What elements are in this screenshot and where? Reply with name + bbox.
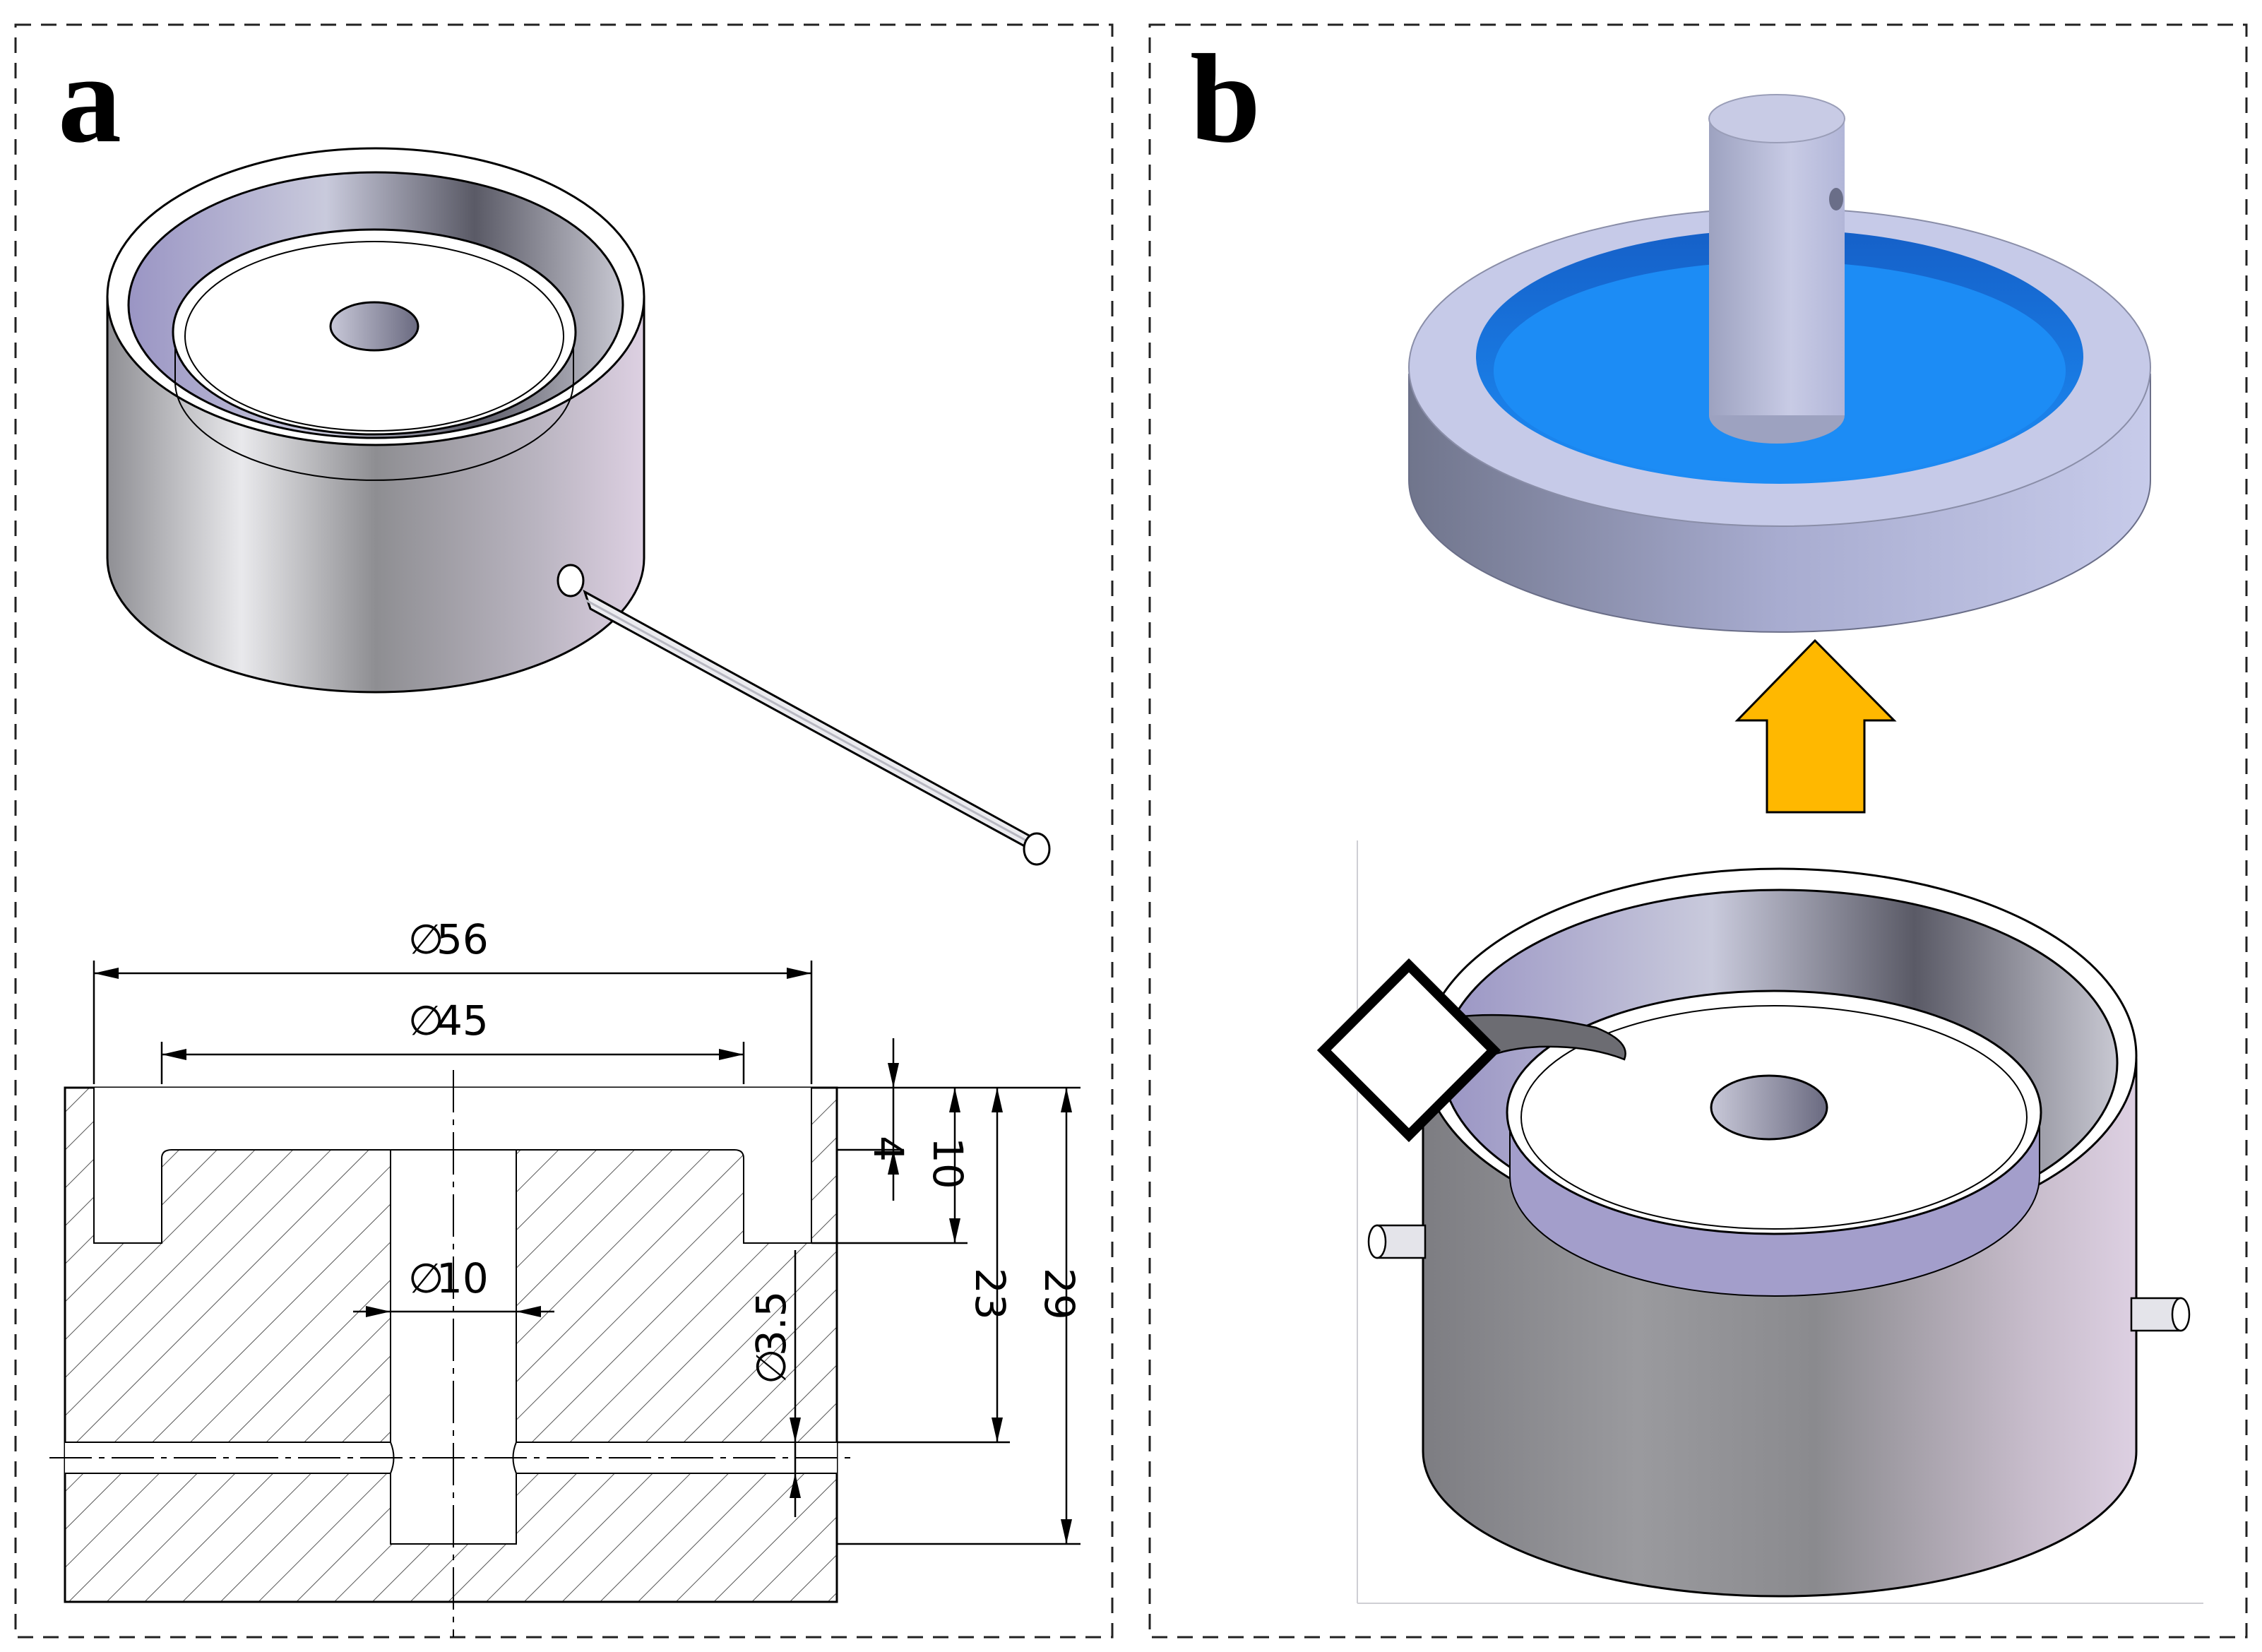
mold-isometric-view	[106, 147, 1051, 866]
mold-assembly-view	[1316, 840, 2203, 1604]
mold-platform-side	[174, 331, 574, 481]
assembly-right-pin	[2130, 1297, 2191, 1332]
svg-text:∅: ∅	[408, 915, 444, 963]
dim-outer-diameter: ∅ 56	[93, 915, 813, 1084]
mold-center-hole	[329, 301, 419, 352]
dim-groove-depth: 4	[864, 1038, 912, 1201]
svg-text:∅: ∅	[408, 997, 444, 1045]
dim-groove-depth-value: 4	[864, 1136, 912, 1162]
panel-a-frame	[14, 23, 1114, 1639]
panel-b-label: b	[1190, 28, 1261, 169]
assembly-center-hole	[1710, 1074, 1828, 1141]
dim-pocket-depth: 10	[924, 1088, 972, 1243]
lid-rod	[1708, 94, 1845, 444]
dim-channel-height-value: 23	[966, 1268, 1014, 1320]
dim-outer-diameter-value: 56	[436, 915, 489, 963]
mold-rod	[583, 589, 1051, 866]
diamond-marker	[1316, 958, 1501, 1143]
dim-pocket-depth-value: 10	[924, 1137, 972, 1189]
svg-text:∅: ∅	[408, 1254, 444, 1302]
dim-bore-diameter: ∅ 10	[353, 1254, 554, 1317]
dim-channel-diameter-value: 3.5	[747, 1291, 795, 1356]
dim-inner-diameter-value: 45	[436, 997, 489, 1045]
panel-a-label: a	[58, 28, 121, 169]
mold-side-hole	[556, 564, 585, 598]
dim-total-height-value: 29	[1035, 1268, 1083, 1320]
svg-text:∅: ∅	[747, 1348, 795, 1384]
dim-bore-diameter-value: 10	[436, 1254, 489, 1302]
dim-total-height: 29	[1035, 1088, 1083, 1544]
panel-b-frame	[1148, 23, 2248, 1639]
dim-channel-height: 23	[966, 1088, 1014, 1442]
dim-channel-diameter: ∅ 3.5	[747, 1250, 801, 1517]
assembly-left-pin	[1367, 1224, 1427, 1259]
mold-section-drawing: ∅ 56 ∅ 45 ∅ 10 ∅ 3.5	[49, 915, 1083, 1637]
dim-inner-diameter: ∅ 45	[160, 997, 745, 1084]
lift-arrow-icon	[1734, 638, 1897, 814]
lid-assembly	[1408, 94, 2151, 633]
